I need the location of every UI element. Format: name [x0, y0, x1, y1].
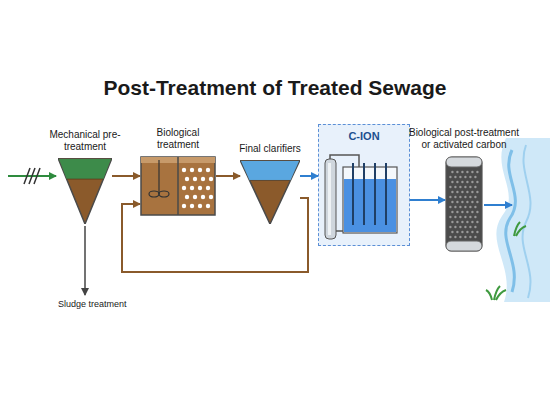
- river: [496, 138, 550, 302]
- outlet-arrow: [484, 204, 512, 206]
- process-unit: Final clarifiers: [240, 160, 300, 224]
- title: Post-Treatment of Treated Sewage: [0, 76, 550, 100]
- flow-arrow: [300, 175, 318, 177]
- river-wave: [506, 150, 516, 292]
- unit-label: Biological post-treatment or activated c…: [405, 127, 523, 151]
- unit-label: Mechanical pre-treatment: [43, 129, 127, 153]
- unit-label: C-ION: [319, 130, 409, 143]
- annotation: Sludge treatment: [58, 299, 127, 309]
- plant: [486, 286, 506, 300]
- funnel-shape: [240, 160, 300, 224]
- column-shape: [445, 156, 483, 252]
- tank-shape: [140, 156, 216, 216]
- heading-wrap: Biological post-treatment or activated c…: [405, 127, 523, 151]
- heading-wrap: Mechanical pre-treatment: [43, 129, 127, 153]
- process-unit: Biological post-treatment or activated c…: [445, 156, 483, 252]
- screen-symbol: [24, 168, 40, 184]
- heading-wrap: Biological treatment: [136, 127, 220, 151]
- plant: [514, 222, 526, 236]
- flow-arrow: [410, 199, 445, 201]
- funnel-shape: [58, 158, 112, 224]
- heading-wrap: C-ION: [319, 125, 409, 143]
- process-unit: Mechanical pre-treatment: [58, 158, 112, 224]
- sludge-arrow: [84, 226, 86, 295]
- process-region: C-ION: [318, 124, 410, 246]
- unit-label: Biological treatment: [136, 127, 220, 151]
- heading-wrap: Final clarifiers: [224, 143, 316, 155]
- flow-arrow: [112, 175, 140, 177]
- unit-label: Final clarifiers: [224, 143, 316, 155]
- flow-arrow: [216, 175, 240, 177]
- process-unit: Biological treatment: [140, 156, 216, 216]
- river-wave: [523, 145, 531, 298]
- cion-shape: [319, 153, 401, 243]
